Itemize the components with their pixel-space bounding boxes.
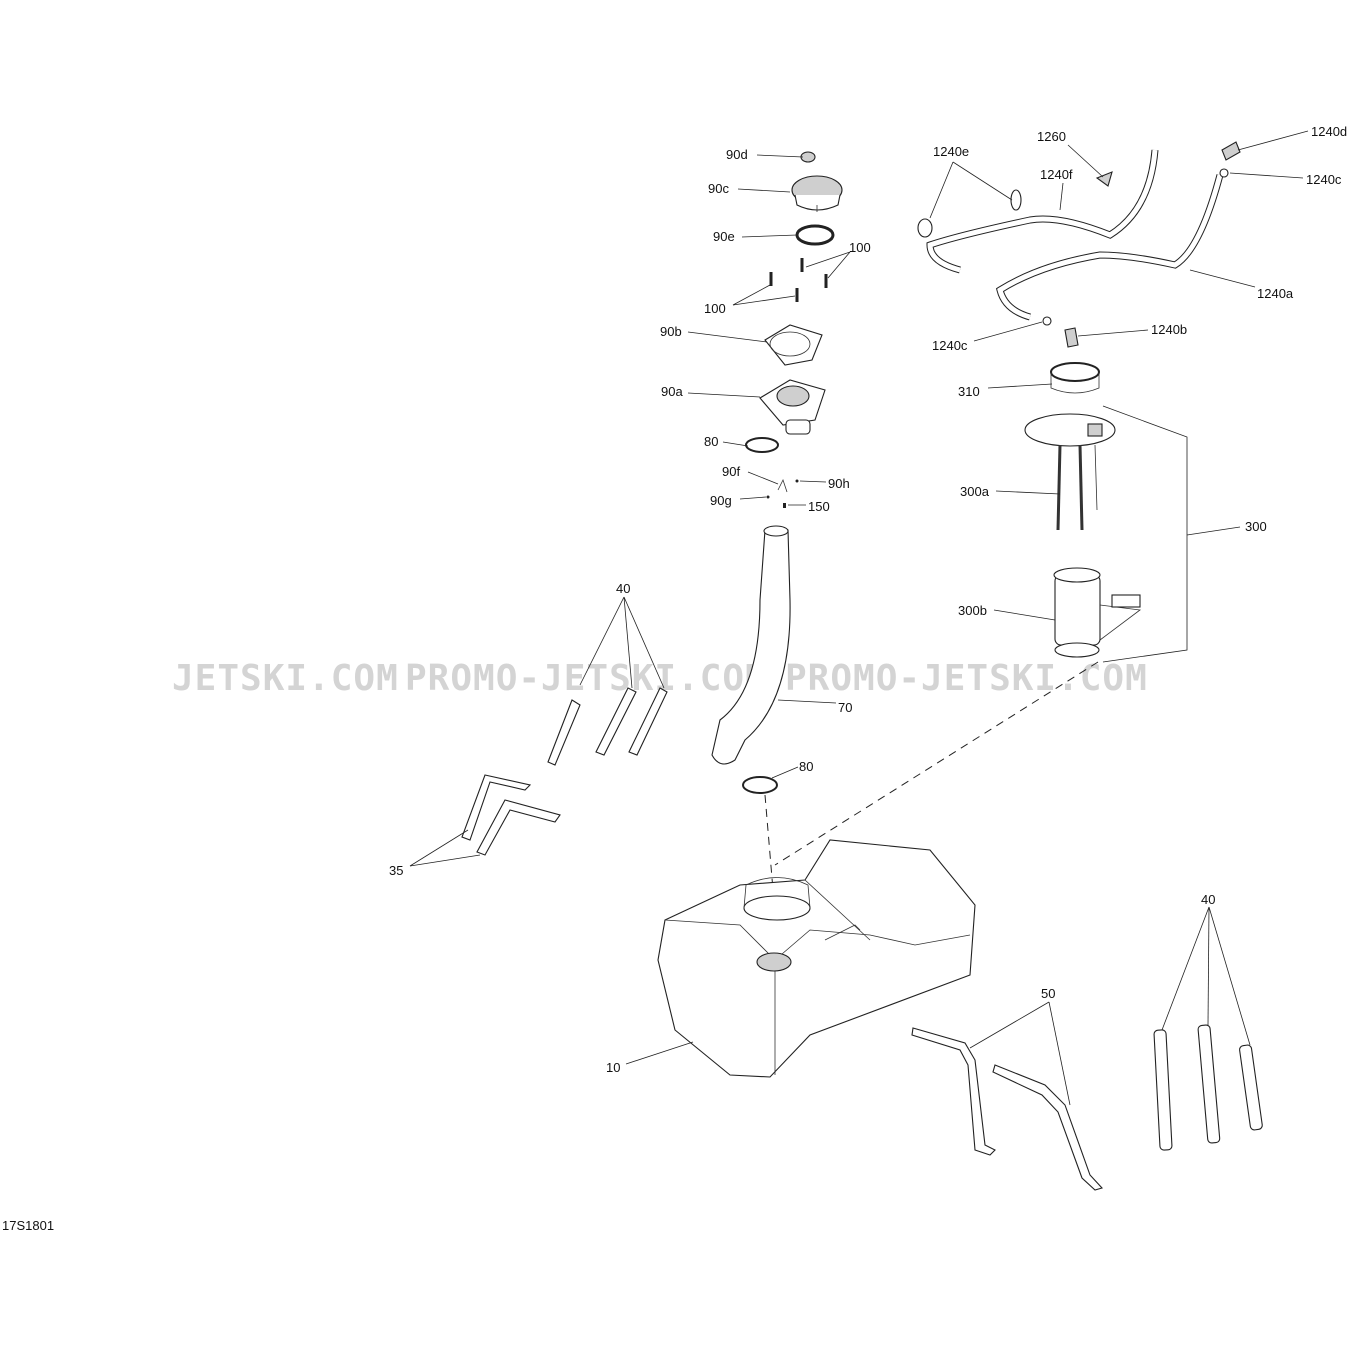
leader-lines	[409, 130, 1309, 1106]
watermark: JETSKI.COM PROMO-JETSKI.COM PROMO-JETSKI…	[172, 658, 1148, 699]
vent-hose-1240a	[995, 174, 1224, 321]
label-90f: 90f	[722, 464, 740, 479]
diagram-id: 17S1801	[2, 1218, 54, 1233]
check-valve-1240b	[1064, 327, 1079, 348]
label-1240b: 1240b	[1151, 322, 1187, 337]
label-70: 70	[838, 700, 852, 715]
clamp-1240e-1	[917, 218, 933, 238]
clamp-1240c-low	[1042, 316, 1052, 326]
label-90h: 90h	[828, 476, 850, 491]
label-10: 10	[606, 1060, 620, 1075]
vent-hose-1240f-inner	[927, 149, 1158, 273]
label-80-upper: 80	[704, 434, 718, 449]
label-1240f: 1240f	[1040, 167, 1073, 182]
vent-hose-1240a-inner	[997, 174, 1223, 320]
label-1260: 1260	[1037, 129, 1066, 144]
label-100-upper: 100	[849, 240, 871, 255]
label-300a: 300a	[960, 484, 990, 499]
label-1240a: 1240a	[1257, 286, 1294, 301]
label-40-left: 40	[616, 581, 630, 596]
watermark-text-1: JETSKI.COM	[172, 658, 399, 699]
filler-cap-90c	[791, 175, 843, 212]
pump-assembly-300b	[1053, 567, 1142, 658]
part-90h	[795, 479, 799, 483]
watermark-text-3: PROMO-JETSKI.COM	[785, 658, 1148, 699]
pump-axis-line	[774, 661, 1099, 866]
clamp-80-upper	[745, 437, 779, 453]
label-90g: 90g	[710, 493, 732, 508]
filler-axis-line	[764, 794, 774, 891]
label-80-lower: 80	[799, 759, 813, 774]
label-310: 310	[958, 384, 980, 399]
straps-40-left	[547, 687, 668, 766]
label-90b: 90b	[660, 324, 682, 339]
clamp-1240e-2	[1010, 189, 1022, 211]
filler-hose-70	[711, 526, 791, 765]
fitting-1240d	[1221, 141, 1241, 161]
brackets-35	[461, 774, 561, 856]
watermark-text-2: PROMO-JETSKI.COM	[405, 658, 768, 699]
part-150	[783, 503, 786, 508]
label-90a: 90a	[661, 384, 683, 399]
label-300: 300	[1245, 519, 1267, 534]
clamp-80-lower	[742, 776, 778, 794]
callout-labels: 90d 90c 90e 100 100 90b 90a 80 90f 90h 9…	[2, 124, 1347, 1233]
fuel-tank-10	[657, 839, 976, 1078]
label-1240d: 1240d	[1311, 124, 1347, 139]
straps-40-right	[1153, 1024, 1263, 1151]
gasket-90b	[764, 324, 823, 366]
straps-50	[911, 1027, 1104, 1191]
label-90d: 90d	[726, 147, 748, 162]
pump-module-300a	[1024, 413, 1116, 531]
label-1240c-top: 1240c	[1306, 172, 1342, 187]
label-150: 150	[808, 499, 830, 514]
screws-100	[769, 258, 828, 302]
bracket-300	[1102, 405, 1188, 663]
label-40-right: 40	[1201, 892, 1215, 907]
label-1240c-low: 1240c	[932, 338, 968, 353]
label-50: 50	[1041, 986, 1055, 1001]
hose-end	[763, 525, 789, 537]
o-ring-90e	[795, 224, 835, 246]
lock-ring-310	[1050, 362, 1100, 394]
label-300b: 300b	[958, 603, 987, 618]
label-90c: 90c	[708, 181, 729, 196]
label-90e: 90e	[713, 229, 735, 244]
cap-plug-90d	[800, 151, 816, 163]
label-100-lower: 100	[704, 301, 726, 316]
tie-1260	[1095, 171, 1113, 187]
part-90g	[766, 495, 770, 499]
clip-90f	[777, 478, 788, 493]
clamp-1240c-top	[1219, 168, 1229, 178]
label-35: 35	[389, 863, 403, 878]
filler-flange-90a	[759, 379, 826, 435]
label-1240e: 1240e	[933, 144, 969, 159]
